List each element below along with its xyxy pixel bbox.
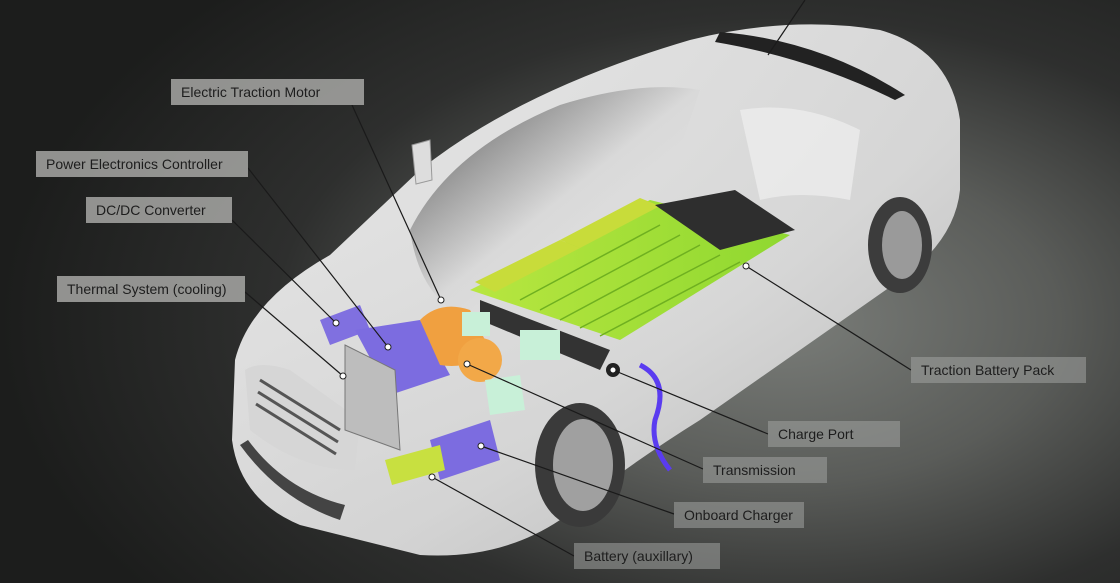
label-thermal-system-cooling: Thermal System (cooling) <box>57 276 245 302</box>
label-battery-auxiliary: Battery (auxillary) <box>574 543 720 569</box>
anchor-dots <box>332 262 750 481</box>
label-power-electronics-controller: Power Electronics Controller <box>36 151 248 177</box>
label-charge-port: Charge Port <box>768 421 900 447</box>
label-transmission: Transmission <box>703 457 827 483</box>
label-dc-dc-converter: DC/DC Converter <box>86 197 232 223</box>
leader-lines <box>231 0 912 557</box>
label-traction-battery-pack: Traction Battery Pack <box>911 357 1086 383</box>
label-electric-traction-motor: Electric Traction Motor <box>171 79 364 105</box>
label-onboard-charger: Onboard Charger <box>674 502 804 528</box>
